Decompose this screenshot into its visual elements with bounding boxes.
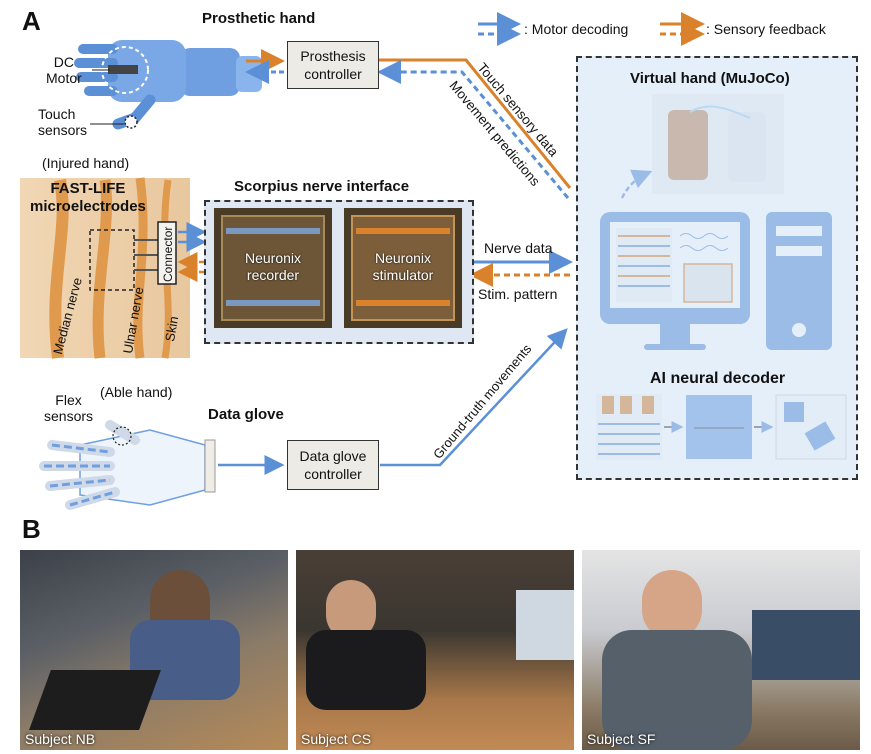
legend-sensory-arrows — [660, 12, 705, 46]
photo-subject-nb: Subject NB — [20, 550, 288, 750]
data-glove-title: Data glove — [208, 406, 284, 423]
data-glove-controller-box: Data glove controller — [287, 440, 379, 490]
injured-hand-illustration — [20, 177, 190, 359]
prosthesis-controller-box: Prosthesis controller — [287, 41, 379, 89]
able-hand-label: (Able hand) — [100, 384, 173, 400]
prosthetic-hand-title: Prosthetic hand — [202, 10, 316, 27]
panel-label-a: A — [22, 6, 41, 36]
flex-sensors-label: Flex sensors — [44, 392, 94, 424]
panel-label-b: B — [22, 514, 41, 544]
data-glove-illustration — [39, 420, 216, 510]
ai-decoder-title: AI neural decoder — [650, 370, 786, 387]
legend-motor-label: : Motor decoding — [524, 21, 629, 37]
caption-subject-nb: Subject NB — [25, 731, 96, 747]
virtual-system-box — [576, 56, 858, 480]
dc-motor-label: DC Motor — [46, 54, 82, 86]
photo-subject-cs: Subject CS — [296, 550, 574, 750]
stim-pattern-label: Stim. pattern — [478, 286, 558, 302]
caption-subject-sf: Subject SF — [587, 731, 656, 747]
neuronix-stimulator-label: Neuronix stimulator — [372, 250, 434, 283]
injured-hand-label: (Injured hand) — [42, 155, 130, 171]
connector-label: Connector — [161, 226, 175, 282]
virtual-hand-title: Virtual hand (MuJoCo) — [630, 70, 790, 87]
nerve-data-label: Nerve data — [484, 240, 553, 256]
legend-motor-arrows — [478, 12, 521, 46]
legend-sensory-label: : Sensory feedback — [706, 21, 826, 37]
scorpius-title: Scorpius nerve interface — [234, 178, 410, 195]
photo-subject-sf: Subject SF — [582, 550, 860, 750]
neuronix-recorder-label: Neuronix recorder — [244, 250, 302, 283]
fast-life-title: FAST-LIFE microelectrodes — [30, 180, 146, 215]
touch-sensors-label: Touch sensors — [38, 106, 88, 138]
caption-subject-cs: Subject CS — [301, 731, 372, 747]
prosthetic-hand-illustration — [74, 40, 262, 130]
